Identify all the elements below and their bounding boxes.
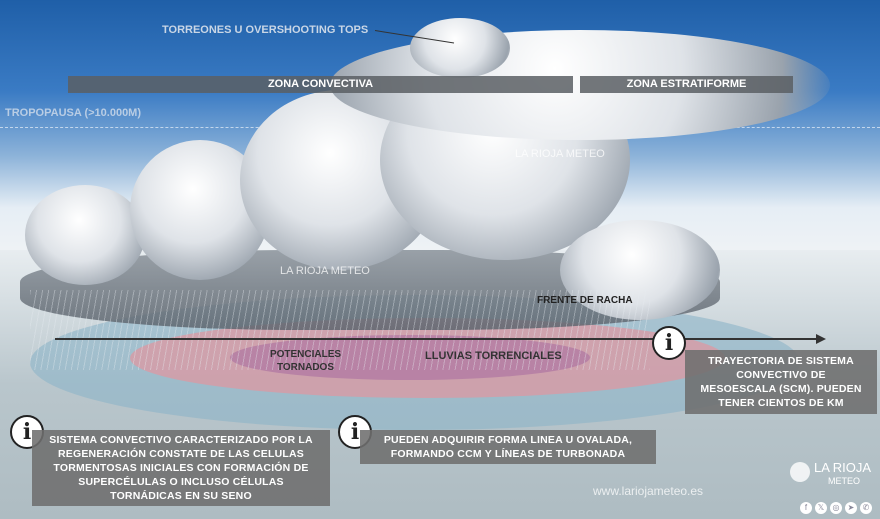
logo-text: LA RIOJA [814,460,872,475]
instagram-icon[interactable]: ◎ [830,502,842,514]
overshooting-label: TORREONES U OVERSHOOTING TOPS [162,24,369,36]
cloud-cell [25,185,145,285]
gust-front-label: FRENTE DE RACHA [537,295,633,306]
arrowhead [816,334,826,344]
info-icon: i [652,326,686,360]
whatsapp-icon[interactable]: ✆ [860,502,872,514]
facebook-icon[interactable]: f [800,502,812,514]
stratiform-zone-bar: ZONA ESTRATIFORME [580,76,793,93]
watermark: LA RIOJA METEO [280,265,370,277]
social-links: f 𝕏 ◎ ➤ ✆ [800,502,872,514]
convective-zone-bar: ZONA CONVECTIVA [68,76,573,93]
tropopause-label: TROPOPAUSA (>10.000M) [5,107,142,119]
globe-drop-icon [790,462,810,482]
trajectory-info-box: TRAYECTORIA DE SISTEMA CONVECTIVO DE MES… [685,350,877,414]
telegram-icon[interactable]: ➤ [845,502,857,514]
tornadoes-label: POTENCIALES TORNADOS [269,349,342,373]
watermark: LA RIOJA METEO [515,148,605,160]
trajectory-arrow [55,338,820,340]
rain-shafts [30,290,650,370]
purple-zone [230,335,590,380]
cloud-cell [560,220,720,320]
logo-subtext: METEO [828,476,861,486]
heavy-rain-label: LLUVIAS TORRENCIALES [425,350,562,362]
cloud-overshoot [410,18,510,78]
x-icon[interactable]: 𝕏 [815,502,827,514]
website-link[interactable]: www.lariojameteo.es [593,484,704,498]
shape-info-box: PUEDEN ADQUIRIR FORMA LINEA U OVALADA, F… [360,430,656,464]
convective-system-info-box: SISTEMA CONVECTIVO CARACTERIZADO POR LA … [32,430,330,506]
